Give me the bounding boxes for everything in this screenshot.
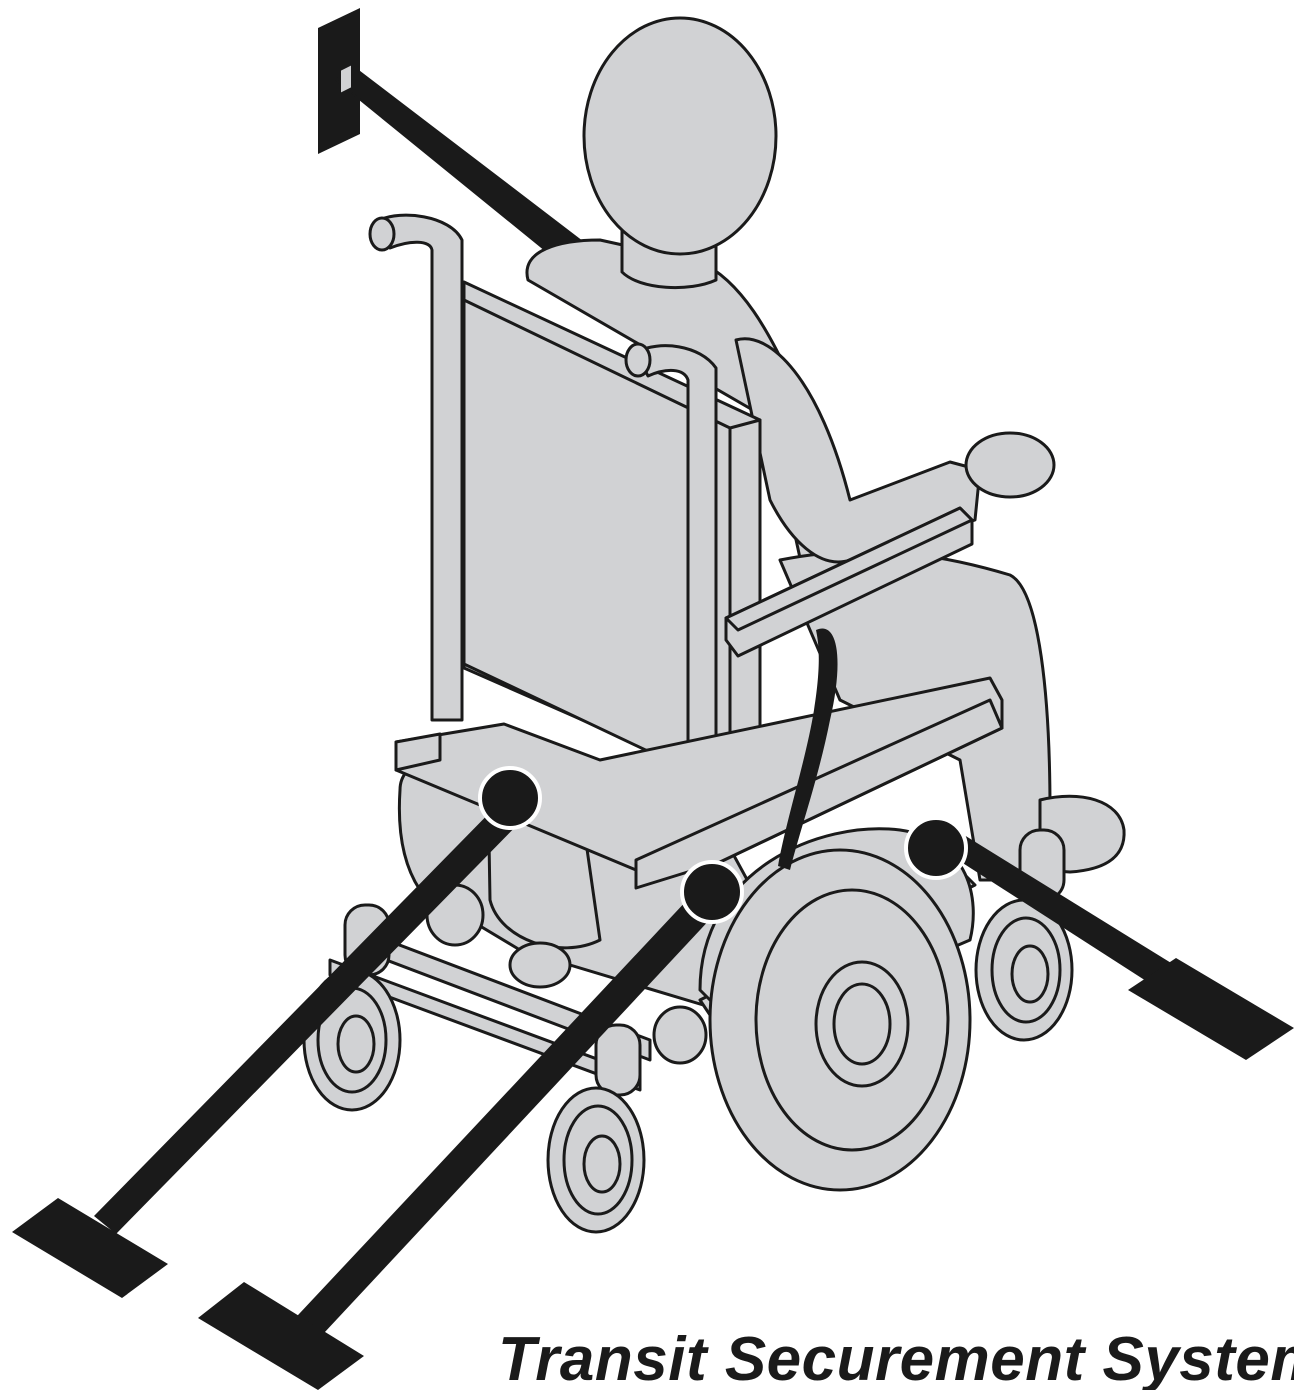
occupant-head [584,18,776,254]
securement-point-rear-left [480,768,540,828]
push-handle-left [370,215,462,720]
strap-rear-right [198,882,728,1390]
securement-point-front-right [906,818,966,878]
diagram-caption: Transit Securement System [498,1330,1294,1390]
strap-rear-left [12,796,528,1298]
occupant-hand [966,433,1054,497]
securement-point-rear-right [682,862,742,922]
